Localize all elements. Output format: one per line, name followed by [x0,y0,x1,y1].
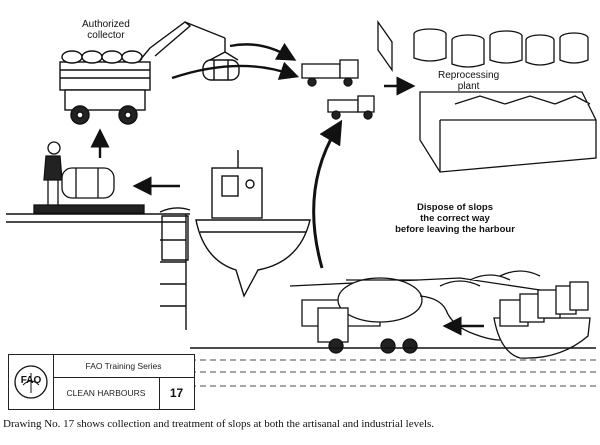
dispose-line-3: before leaving the harbour [395,224,515,235]
fao-logo: FAO [9,355,54,409]
reprocessing-plant [377,19,597,173]
worker-with-barrel [33,141,145,214]
series-name: CLEAN HARBOURS [53,377,160,409]
dispose-message: Dispose of slops the correct way before … [380,202,530,235]
arrow-collector-to-trucks [171,61,300,80]
fishing-boat [159,150,311,298]
harbour-tanker-scene [190,270,596,387]
arrow-crane-to-trucks [229,42,297,61]
left-quay [6,213,190,330]
collector-label: Authorized collector [82,19,130,41]
fao-logo-text: FAO [20,375,42,386]
arrow-tanker-up [312,119,343,269]
figure-caption: Drawing No. 17 shows collection and trea… [3,418,435,430]
dispose-line-2: the correct way [420,213,490,224]
dispose-line-1: Dispose of slops [416,202,493,213]
series-title: FAO Training Series [53,355,194,378]
title-panel: FAO FAO Training Series CLEAN HARBOURS 1… [8,354,195,410]
process-arrows [90,42,484,336]
transport-trucks [301,59,375,120]
collector-truck-with-crane [59,21,240,125]
plant-label: Reprocessing plant [438,70,500,92]
drawing-number: 17 [169,386,184,400]
